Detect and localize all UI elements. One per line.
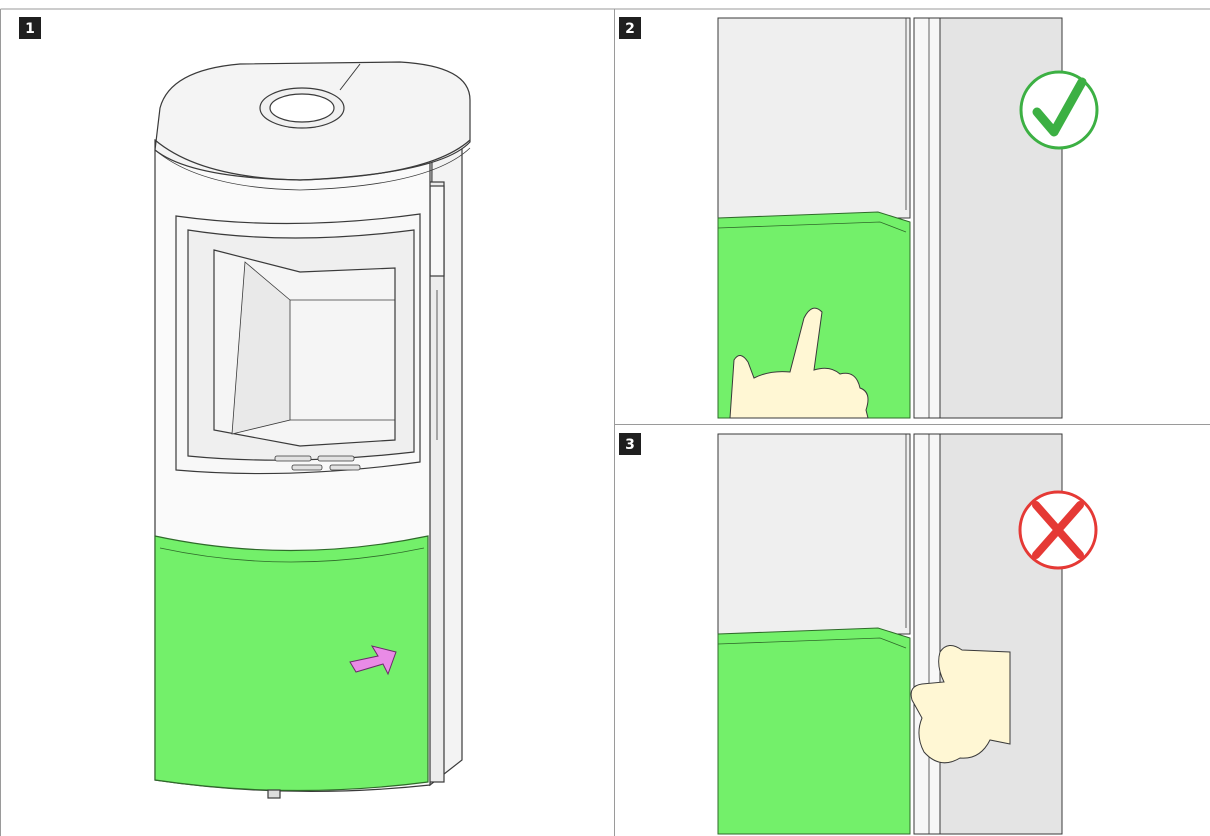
step-number-1: 1 bbox=[25, 21, 35, 37]
step-number-2: 2 bbox=[625, 21, 635, 37]
check-icon bbox=[1021, 72, 1097, 148]
step-label-3: 3 bbox=[619, 433, 641, 455]
panel-3-detail bbox=[718, 434, 1062, 834]
step-label-2: 2 bbox=[619, 17, 641, 39]
stove-illustration bbox=[155, 62, 470, 798]
panel-2-detail bbox=[718, 18, 1062, 418]
step-number-3: 3 bbox=[625, 437, 635, 453]
cross-icon bbox=[1020, 492, 1096, 568]
step-label-1: 1 bbox=[19, 17, 41, 39]
